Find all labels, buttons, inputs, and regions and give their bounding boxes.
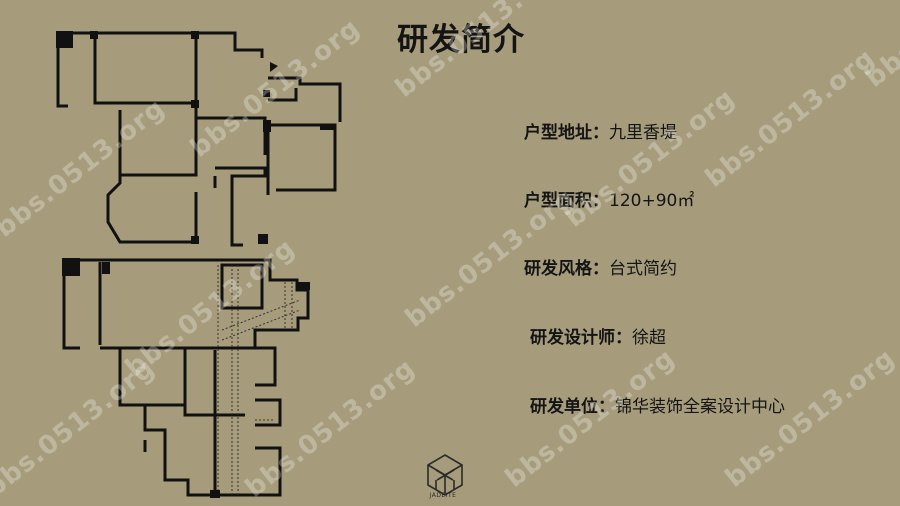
info-designer: 研发设计师：徐超 <box>530 323 666 348</box>
info-designer-label: 研发设计师： <box>530 328 632 348</box>
info-address: 户型地址：九里香堤 <box>524 118 677 143</box>
lower-floor-fills <box>62 258 310 498</box>
slide-title: 研发简介 <box>397 22 525 58</box>
upper-floor-fills <box>56 31 334 244</box>
lower-floor-guides <box>217 265 301 495</box>
info-style-label: 研发风格： <box>524 259 609 279</box>
info-designer-value: 徐超 <box>632 328 666 348</box>
upper-floor-plan <box>56 31 342 247</box>
info-area-label: 户型面积： <box>524 191 609 211</box>
logo-text: JADEITE <box>429 492 457 499</box>
cube-logo-icon <box>427 454 463 496</box>
info-area-value: 120+90㎡ <box>609 191 695 211</box>
info-style: 研发风格：台式简约 <box>524 254 677 279</box>
info-area: 户型面积：120+90㎡ <box>524 186 694 211</box>
lower-floor-plan <box>62 258 310 497</box>
info-style-value: 台式简约 <box>609 259 677 279</box>
info-address-value: 九里香堤 <box>609 123 677 143</box>
info-company-value: 锦华装饰全案设计中心 <box>615 397 785 417</box>
info-address-label: 户型地址： <box>524 123 609 143</box>
info-company-label: 研发单位： <box>530 397 615 417</box>
info-company: 研发单位：锦华装饰全案设计中心 <box>530 392 785 417</box>
